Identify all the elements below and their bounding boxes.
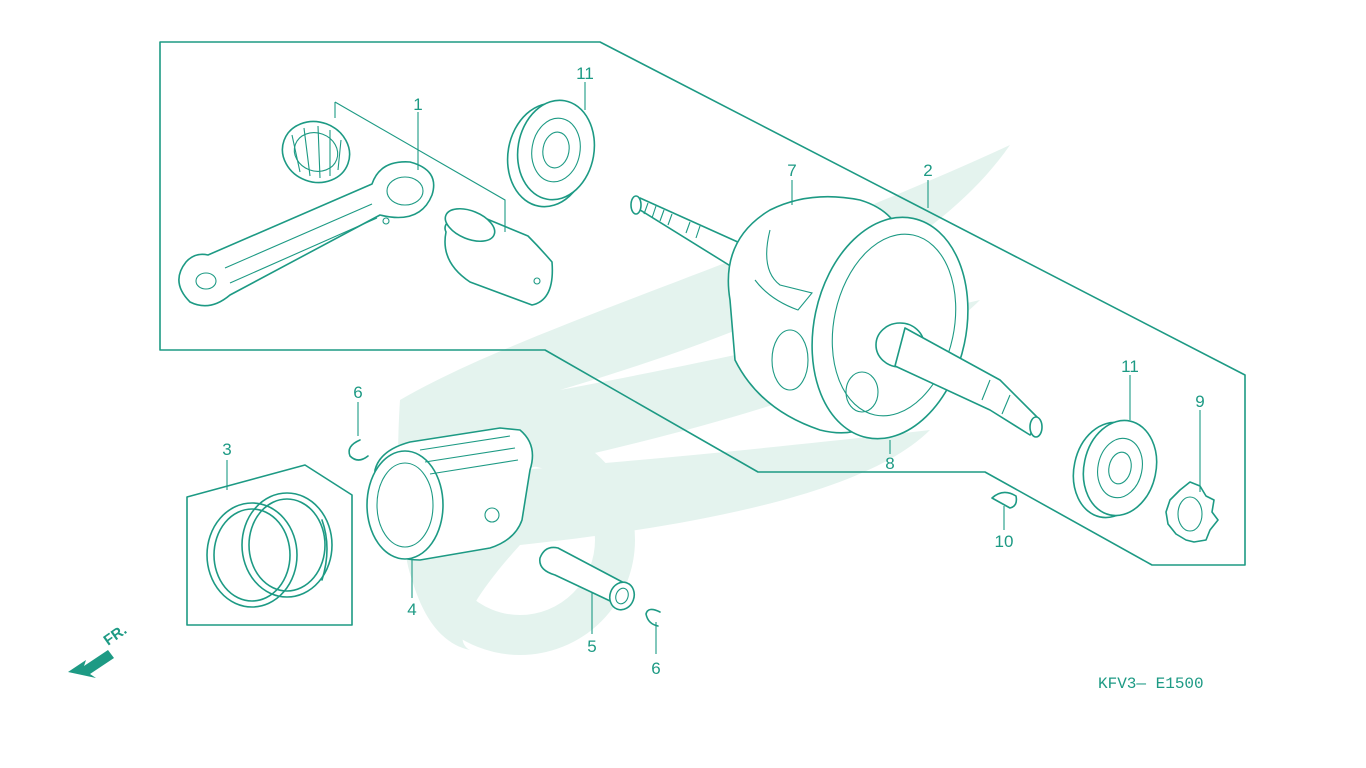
piston-ring-set	[206, 492, 333, 608]
timing-gear	[1165, 481, 1219, 543]
crank-pin	[444, 207, 554, 306]
callout-5: 5	[587, 637, 596, 656]
crankshaft-group-boundary	[159, 41, 1246, 566]
callout-2: 2	[923, 161, 932, 180]
diagram-code: KFV3— E1500	[1098, 675, 1204, 693]
radial-ball-bearing-upper	[506, 99, 596, 208]
callout-6-lower: 6	[651, 659, 660, 678]
piston-pin-clip-upper	[348, 439, 369, 461]
callout-9: 9	[1195, 392, 1204, 411]
callout-6-upper: 6	[353, 383, 362, 402]
front-direction-marker: FR.	[68, 621, 130, 678]
piston-ring-group-boundary	[186, 464, 353, 626]
callout-3: 3	[222, 440, 231, 459]
radial-ball-bearing-right	[1072, 419, 1158, 519]
front-arrow-icon	[68, 650, 114, 678]
needle-bearing	[281, 120, 351, 184]
piston-pin-clip-lower	[645, 608, 661, 627]
callout-11-upper: 11	[576, 64, 594, 83]
callout-10: 10	[995, 532, 1014, 551]
callout-8: 8	[885, 454, 894, 473]
callout-7: 7	[787, 161, 796, 180]
piston-pin	[538, 546, 636, 611]
callout-4: 4	[407, 600, 416, 619]
callout-1: 1	[413, 95, 422, 114]
leader-lines	[226, 82, 1201, 654]
woodruff-key	[991, 491, 1018, 509]
piston	[366, 427, 534, 561]
connecting-rod	[178, 161, 435, 307]
crankshaft-assembly	[630, 195, 1043, 440]
callout-11-right: 11	[1121, 357, 1139, 376]
front-label: FR.	[101, 621, 131, 649]
